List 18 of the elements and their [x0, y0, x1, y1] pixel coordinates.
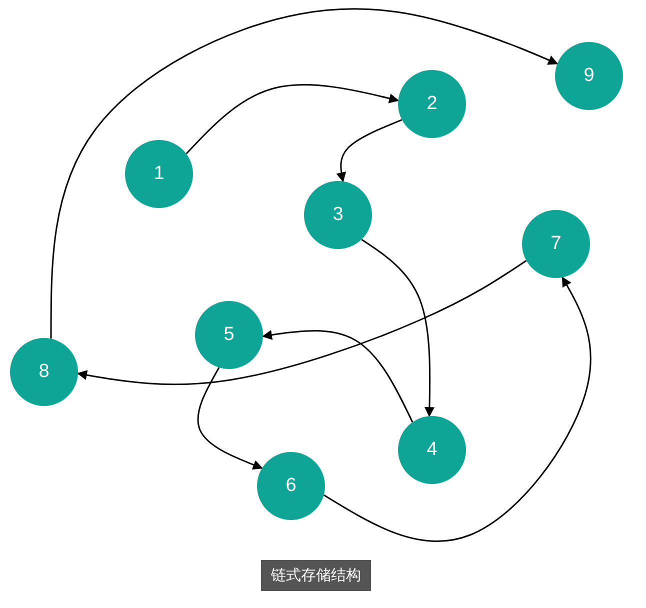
arrow [323, 276, 592, 542]
arrow [361, 238, 434, 418]
node-label: 3 [332, 204, 344, 226]
arrow [336, 119, 402, 182]
node-label: 5 [224, 324, 234, 346]
arrow [197, 367, 263, 470]
arrow [50, 8, 558, 339]
node-label: 9 [584, 65, 594, 87]
arrow [186, 84, 400, 154]
node-label: 2 [426, 93, 438, 115]
node-label: 8 [38, 361, 50, 383]
node-label: 1 [154, 163, 164, 185]
caption: 链式存储结构 [271, 566, 361, 585]
node-label: 6 [286, 475, 296, 497]
arrow [262, 330, 414, 422]
node-label: 4 [426, 439, 438, 461]
arrow [76, 260, 527, 386]
node-label: 7 [550, 233, 562, 255]
